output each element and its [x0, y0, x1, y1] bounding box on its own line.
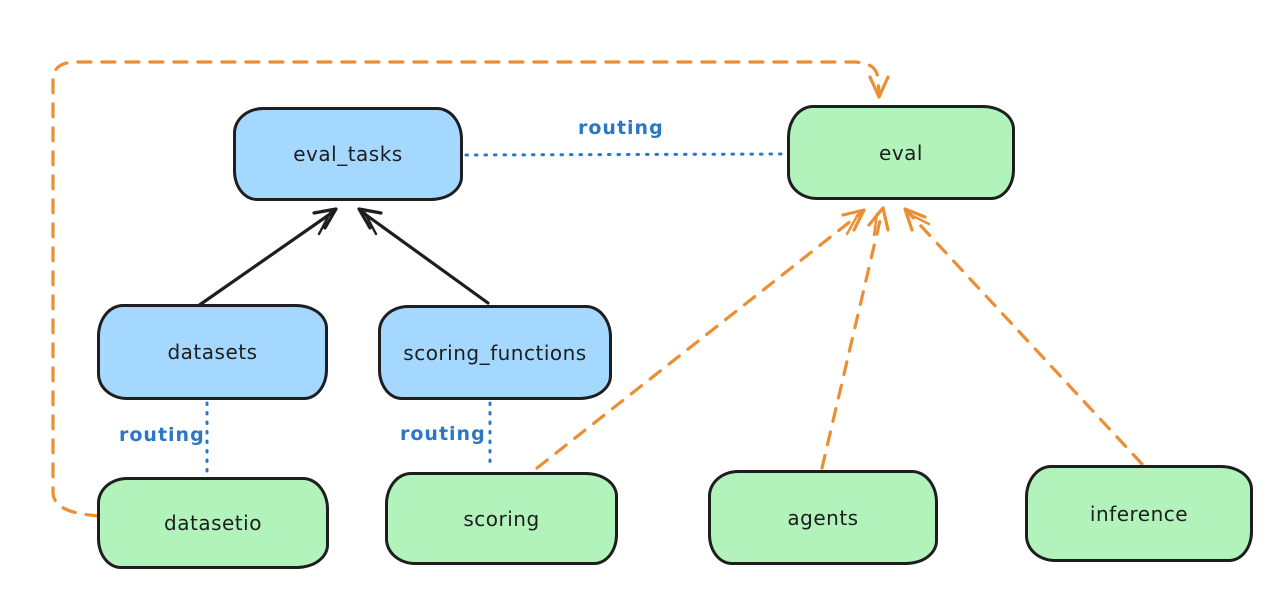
node-agents: agents	[708, 470, 938, 565]
node-agents-label: agents	[787, 505, 859, 530]
edge-scoring_functions-eval_tasks-line	[360, 210, 490, 305]
edge-label-routing-eval_tasks-eval: routing	[578, 117, 664, 139]
node-eval-label: eval	[879, 140, 923, 165]
node-datasetio: datasetio	[97, 477, 329, 569]
node-inference-label: inference	[1089, 501, 1189, 526]
edge-label-routing-scoring_functions-scoring: routing	[400, 423, 486, 445]
node-eval_tasks-label: eval_tasks	[293, 142, 403, 166]
edge-inference-eval-arrowhead-sketch	[909, 213, 931, 226]
edge-scoring_functions-eval_tasks-arrowhead	[357, 207, 383, 230]
node-scoring-label: scoring	[463, 506, 540, 531]
edge-datasets-eval_tasks-arrowhead-sketch	[317, 211, 332, 236]
node-datasets: datasets	[97, 304, 328, 400]
edge-scoring-eval-arrowhead-sketch	[845, 214, 859, 236]
edge-scoring_functions-eval_tasks-arrowhead-sketch	[363, 211, 378, 236]
edge-datasetio-eval-arrowhead	[868, 75, 890, 99]
edge-datasets-eval_tasks-line	[196, 210, 335, 308]
node-scoring_functions: scoring_functions	[378, 305, 612, 400]
edge-eval_tasks-eval-line	[464, 152, 786, 157]
node-inference: inference	[1025, 465, 1253, 562]
edge-scoring-eval-arrowhead	[841, 208, 866, 232]
edge-datasets-eval_tasks-arrowhead	[312, 207, 338, 230]
node-eval_tasks: eval_tasks	[233, 107, 463, 201]
edge-inference-eval-line	[906, 210, 1144, 466]
edge-inference-eval-arrowhead	[903, 207, 927, 232]
edge-label-routing-datasets-datasetio: routing	[119, 424, 205, 446]
node-scoring: scoring	[385, 472, 618, 565]
node-eval: eval	[787, 105, 1015, 200]
edge-agents-eval-arrowhead-sketch	[872, 212, 879, 237]
edge-scoring-eval-line	[535, 211, 863, 470]
node-datasetio-label: datasetio	[164, 511, 262, 535]
node-scoring_functions-label: scoring_functions	[403, 340, 587, 365]
edge-datasetio-eval-line	[51, 60, 881, 518]
edge-agents-eval-line	[820, 210, 884, 470]
node-datasets-label: datasets	[167, 340, 258, 364]
